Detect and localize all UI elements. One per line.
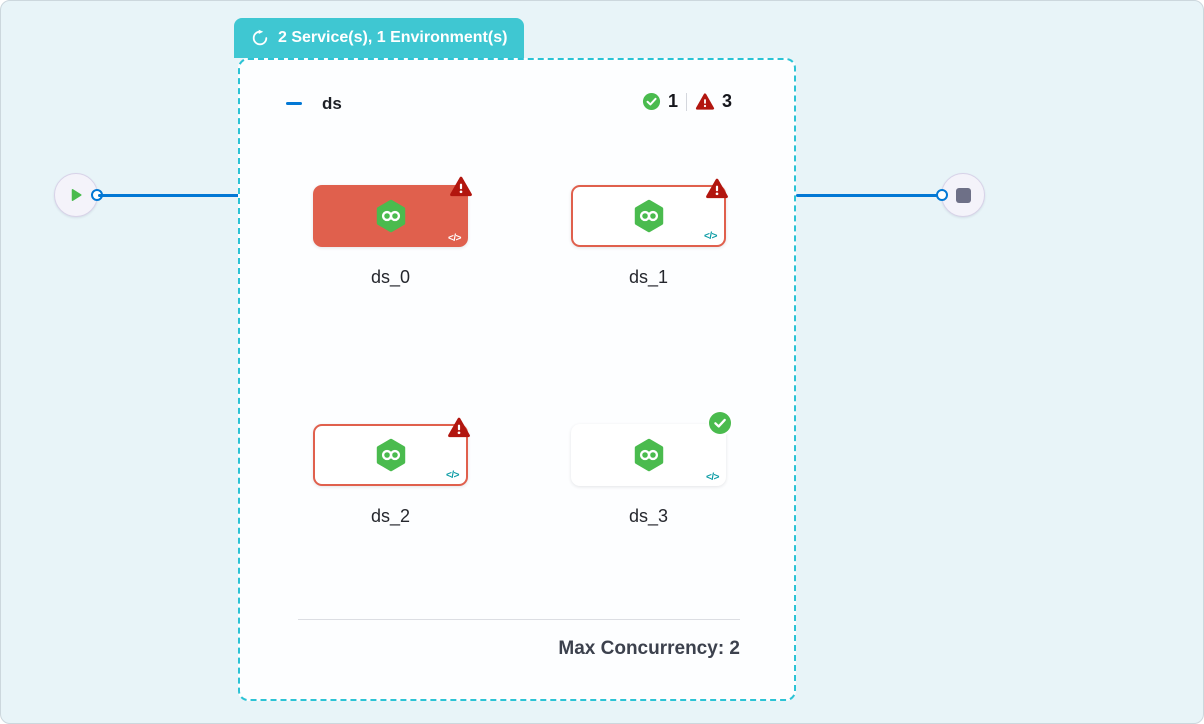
service-node-wrapper: </> ds_0	[313, 176, 472, 288]
service-infinity-icon	[634, 438, 663, 472]
success-badge-icon	[707, 410, 733, 436]
check-circle-icon	[642, 92, 661, 111]
start-node[interactable]	[54, 173, 103, 217]
matrix-badge-label: 2 Service(s), 1 Environment(s)	[278, 29, 508, 46]
service-node-card-ds_3[interactable]: </>	[571, 410, 733, 486]
service-infinity-icon	[376, 438, 405, 472]
node-label: ds_2	[370, 506, 411, 526]
node-label: ds_1	[628, 267, 669, 287]
warning-triangle-icon	[695, 92, 715, 110]
loop-icon	[252, 29, 268, 46]
service-infinity-icon	[634, 199, 663, 233]
end-node-port[interactable]	[936, 189, 948, 201]
code-icon: </>	[706, 472, 719, 483]
service-node-wrapper: </> ds_3	[571, 410, 733, 527]
edge-start-to-group	[98, 194, 240, 197]
warning-badge-icon	[450, 176, 472, 197]
warning-badge-icon	[706, 178, 728, 199]
collapse-button[interactable]	[286, 95, 312, 111]
edge-group-to-end	[796, 194, 941, 197]
minus-icon	[286, 101, 302, 105]
stop-icon	[955, 187, 971, 203]
failure-count: 3	[721, 91, 732, 111]
service-node-card-ds_1[interactable]: </>	[571, 178, 728, 247]
matrix-strategy-badge[interactable]: 2 Service(s), 1 Environment(s)	[234, 18, 525, 58]
play-icon	[71, 189, 82, 201]
service-infinity-icon	[376, 199, 405, 233]
max-concurrency-label: Max Concurrency: 2	[558, 638, 740, 659]
matrix-stage-group: ds 1 3	[238, 58, 796, 701]
status-summary: 1 3	[642, 91, 732, 112]
service-node-wrapper: </> ds_1	[571, 178, 728, 288]
code-icon: </>	[704, 231, 717, 242]
divider	[298, 619, 740, 620]
success-count: 1	[667, 91, 678, 111]
count-divider	[685, 92, 687, 111]
code-icon: </>	[446, 470, 459, 481]
service-node-card-ds_0[interactable]: </>	[313, 176, 472, 247]
node-label: ds_3	[628, 506, 669, 526]
stage-group-title: ds	[322, 94, 342, 113]
code-icon: </>	[448, 233, 461, 244]
service-node-wrapper: </> ds_2	[313, 417, 470, 527]
end-node[interactable]	[936, 173, 985, 217]
node-label: ds_0	[370, 267, 411, 287]
service-node-card-ds_2[interactable]: </>	[313, 417, 470, 486]
warning-badge-icon	[448, 417, 470, 438]
